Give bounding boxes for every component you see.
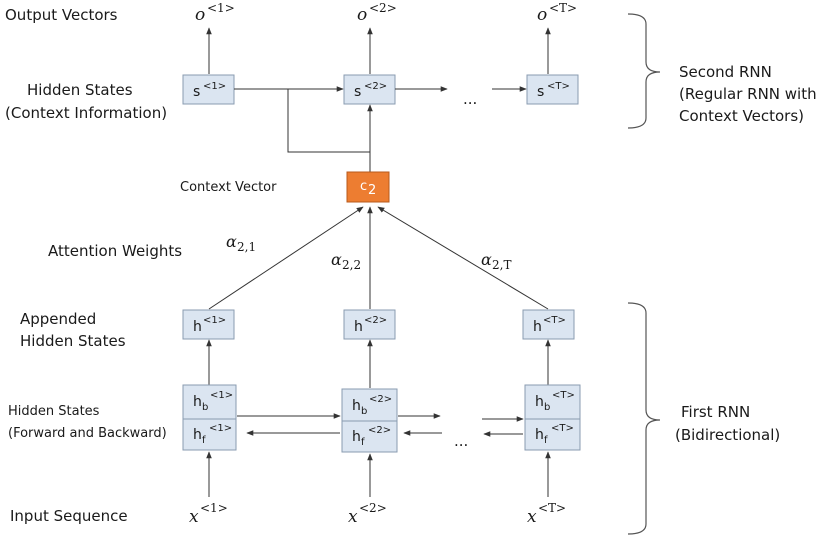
hb1-sub: b xyxy=(202,402,208,413)
hb1-sup: <1> xyxy=(210,390,233,401)
hf2-sub: f xyxy=(361,437,365,448)
state-h1: h <1> xyxy=(182,309,235,340)
hfT-base: h xyxy=(535,427,544,443)
output-oT: o <T> xyxy=(537,1,577,25)
hf2-sup: <2> xyxy=(368,425,391,436)
input-xT-base: x xyxy=(527,507,537,527)
label-appended-hidden-states: Hidden States xyxy=(20,332,126,350)
state-s1: s <1> xyxy=(182,74,235,105)
output-o1-base: o xyxy=(195,5,205,25)
attention-weight-2-T: α 2,T xyxy=(481,250,511,272)
label-context-vector: Context Vector xyxy=(180,180,277,195)
state-h2-sup: <2> xyxy=(364,315,387,326)
alpha-21-base: α xyxy=(226,232,237,251)
input-x2-sup: <2> xyxy=(359,501,387,515)
label-output-vectors: Output Vectors xyxy=(5,6,118,24)
label-context-information: (Context Information) xyxy=(5,104,167,122)
hf1-sup: <1> xyxy=(209,423,232,434)
input-xT-sup: <T> xyxy=(538,501,566,515)
hf1-sub: f xyxy=(202,435,206,446)
state-h2: h <2> xyxy=(343,309,396,340)
second-rnn-line-1: Second RNN xyxy=(679,63,772,81)
second-rnn-line-3: Context Vectors) xyxy=(679,107,804,125)
output-o2-base: o xyxy=(357,5,367,25)
input-x1: x <1> xyxy=(189,501,228,527)
context-c2-sub: 2 xyxy=(368,183,376,198)
state-h1-base: h xyxy=(193,319,202,335)
hfT-sub: f xyxy=(544,435,548,446)
alpha-2T-sub: 2,T xyxy=(492,258,511,272)
state-sT-base: s xyxy=(537,84,544,100)
second-rnn-line-2: (Regular RNN with xyxy=(679,85,817,103)
alpha-22-base: α xyxy=(331,250,342,269)
state-s2-sup: <2> xyxy=(364,81,387,92)
bidir-cell-1: h b <1> h f <1> xyxy=(182,384,237,451)
bidir-cell-2: h b <2> h f <2> xyxy=(341,388,398,453)
arrow-hT-to-context xyxy=(377,206,549,310)
context-vector-c2: c 2 xyxy=(346,171,390,203)
hb2-base: h xyxy=(352,398,361,414)
label-appended: Appended xyxy=(20,310,96,328)
input-x1-sup: <1> xyxy=(200,501,228,515)
attention-weight-2-1: α 2,1 xyxy=(226,232,256,254)
input-x2: x <2> xyxy=(348,501,387,527)
label-attention-weights: Attention Weights xyxy=(48,242,182,260)
hf2-base: h xyxy=(352,429,361,445)
state-hT-base: h xyxy=(533,319,542,335)
state-s2-base: s xyxy=(354,84,361,100)
state-h2-base: h xyxy=(354,319,363,335)
attention-weight-2-2: α 2,2 xyxy=(331,250,361,272)
state-hT-sup: <T> xyxy=(543,315,566,326)
state-sT: s <T> xyxy=(526,74,579,105)
hb2-sub: b xyxy=(361,406,367,417)
input-xT: x <T> xyxy=(527,501,566,527)
label-input-sequence: Input Sequence xyxy=(10,507,128,525)
state-s2: s <2> xyxy=(343,74,396,105)
state-s1-base: s xyxy=(193,84,200,100)
hb1-base: h xyxy=(193,394,202,410)
brace-first-rnn xyxy=(627,302,661,535)
input-x2-base: x xyxy=(348,507,358,527)
output-o2-sup: <2> xyxy=(369,1,397,15)
arrow-h1-to-context xyxy=(208,206,364,310)
label-hidden-states-top: Hidden States xyxy=(27,81,133,99)
output-oT-sup: <T> xyxy=(549,1,577,15)
state-h1-sup: <1> xyxy=(203,315,226,326)
input-x1-base: x xyxy=(189,507,199,527)
hfT-sup: <T> xyxy=(551,423,574,434)
state-sT-sup: <T> xyxy=(547,81,570,92)
hbT-sub: b xyxy=(544,402,550,413)
first-rnn-line-1: First RNN xyxy=(681,403,750,421)
alpha-2T-base: α xyxy=(481,250,492,269)
state-s1-sup: <1> xyxy=(203,81,226,92)
label-hidden-states-fb: Hidden States xyxy=(8,404,100,419)
first-rnn-line-2: (Bidirectional) xyxy=(675,426,780,444)
alpha-22-sub: 2,2 xyxy=(342,258,361,272)
output-o2: o <2> xyxy=(357,1,397,25)
context-c2-base: c xyxy=(360,179,367,194)
output-oT-base: o xyxy=(537,5,547,25)
label-forward-and-backward: (Forward and Backward) xyxy=(8,426,167,441)
output-o1: o <1> xyxy=(195,1,235,25)
hb2-sup: <2> xyxy=(369,394,392,405)
hf1-base: h xyxy=(193,427,202,443)
output-o1-sup: <1> xyxy=(207,1,235,15)
hbT-sup: <T> xyxy=(552,390,575,401)
ellipsis-top: ... xyxy=(463,90,477,108)
brace-second-rnn xyxy=(627,13,661,129)
alpha-21-sub: 2,1 xyxy=(237,240,256,254)
ellipsis-bottom: ... xyxy=(454,432,468,450)
bidir-cell-T: h b <T> h f <T> xyxy=(524,384,581,451)
state-hT: h <T> xyxy=(522,309,575,340)
hbT-base: h xyxy=(535,394,544,410)
